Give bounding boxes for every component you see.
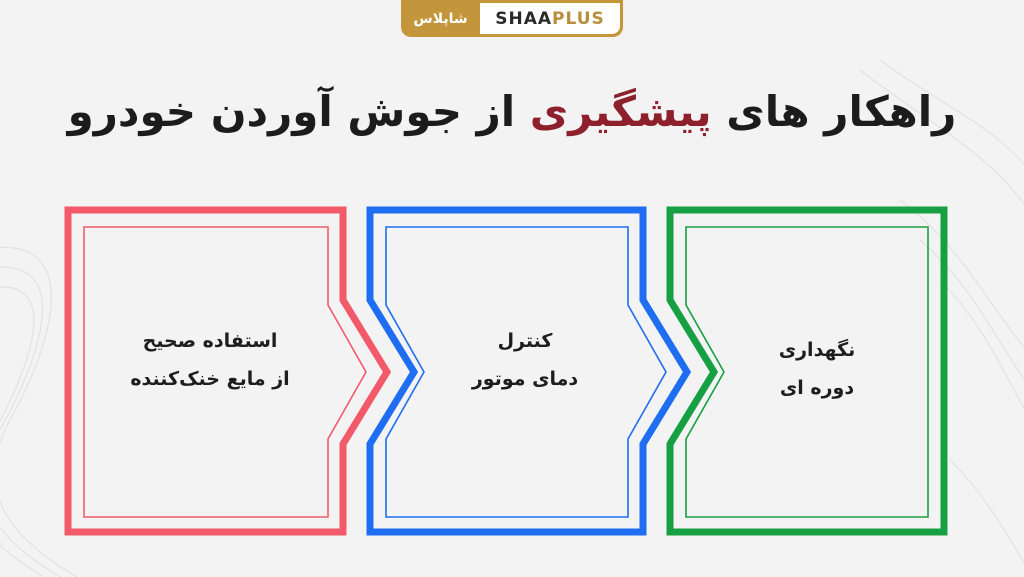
step-2-text: کنترل دمای موتور (420, 322, 630, 398)
step-3-text: نگهداری دوره ای (712, 331, 922, 407)
step-1-outer-border (64, 206, 392, 536)
step-1-shape (64, 206, 392, 536)
step-1-line-2: از مایع خنک‌کننده (130, 368, 290, 390)
step-1-text: استفاده صحیح از مایع خنک‌کننده (105, 322, 315, 398)
step-3-inner-border (685, 226, 929, 518)
step-3-shape (666, 206, 948, 536)
step-1-line-1: استفاده صحیح (142, 330, 278, 352)
step-2-shape (366, 206, 692, 536)
step-1-inner-border (83, 226, 367, 518)
step-2-outer-border (366, 206, 692, 536)
step-3-line-2: دوره ای (779, 377, 855, 399)
step-3-line-1: نگهداری (778, 339, 856, 361)
title-before: راهکار های (711, 87, 957, 136)
step-2-inner-border (385, 226, 667, 518)
brand-name-en-part2: PLUS (552, 8, 605, 29)
brand-name-fa: شاپلاس (413, 10, 468, 27)
page-title: راهکار های پیشگیری از جوش آوردن خودرو (40, 82, 984, 142)
step-2-line-2: دمای موتور (471, 368, 579, 390)
title-after: از جوش آوردن خودرو (67, 87, 530, 136)
step-3-outer-border (666, 206, 948, 536)
brand-name-en-part1: SHAA (495, 8, 553, 29)
step-2-line-1: کنترل (497, 330, 553, 352)
title-highlight: پیشگیری (529, 87, 712, 136)
